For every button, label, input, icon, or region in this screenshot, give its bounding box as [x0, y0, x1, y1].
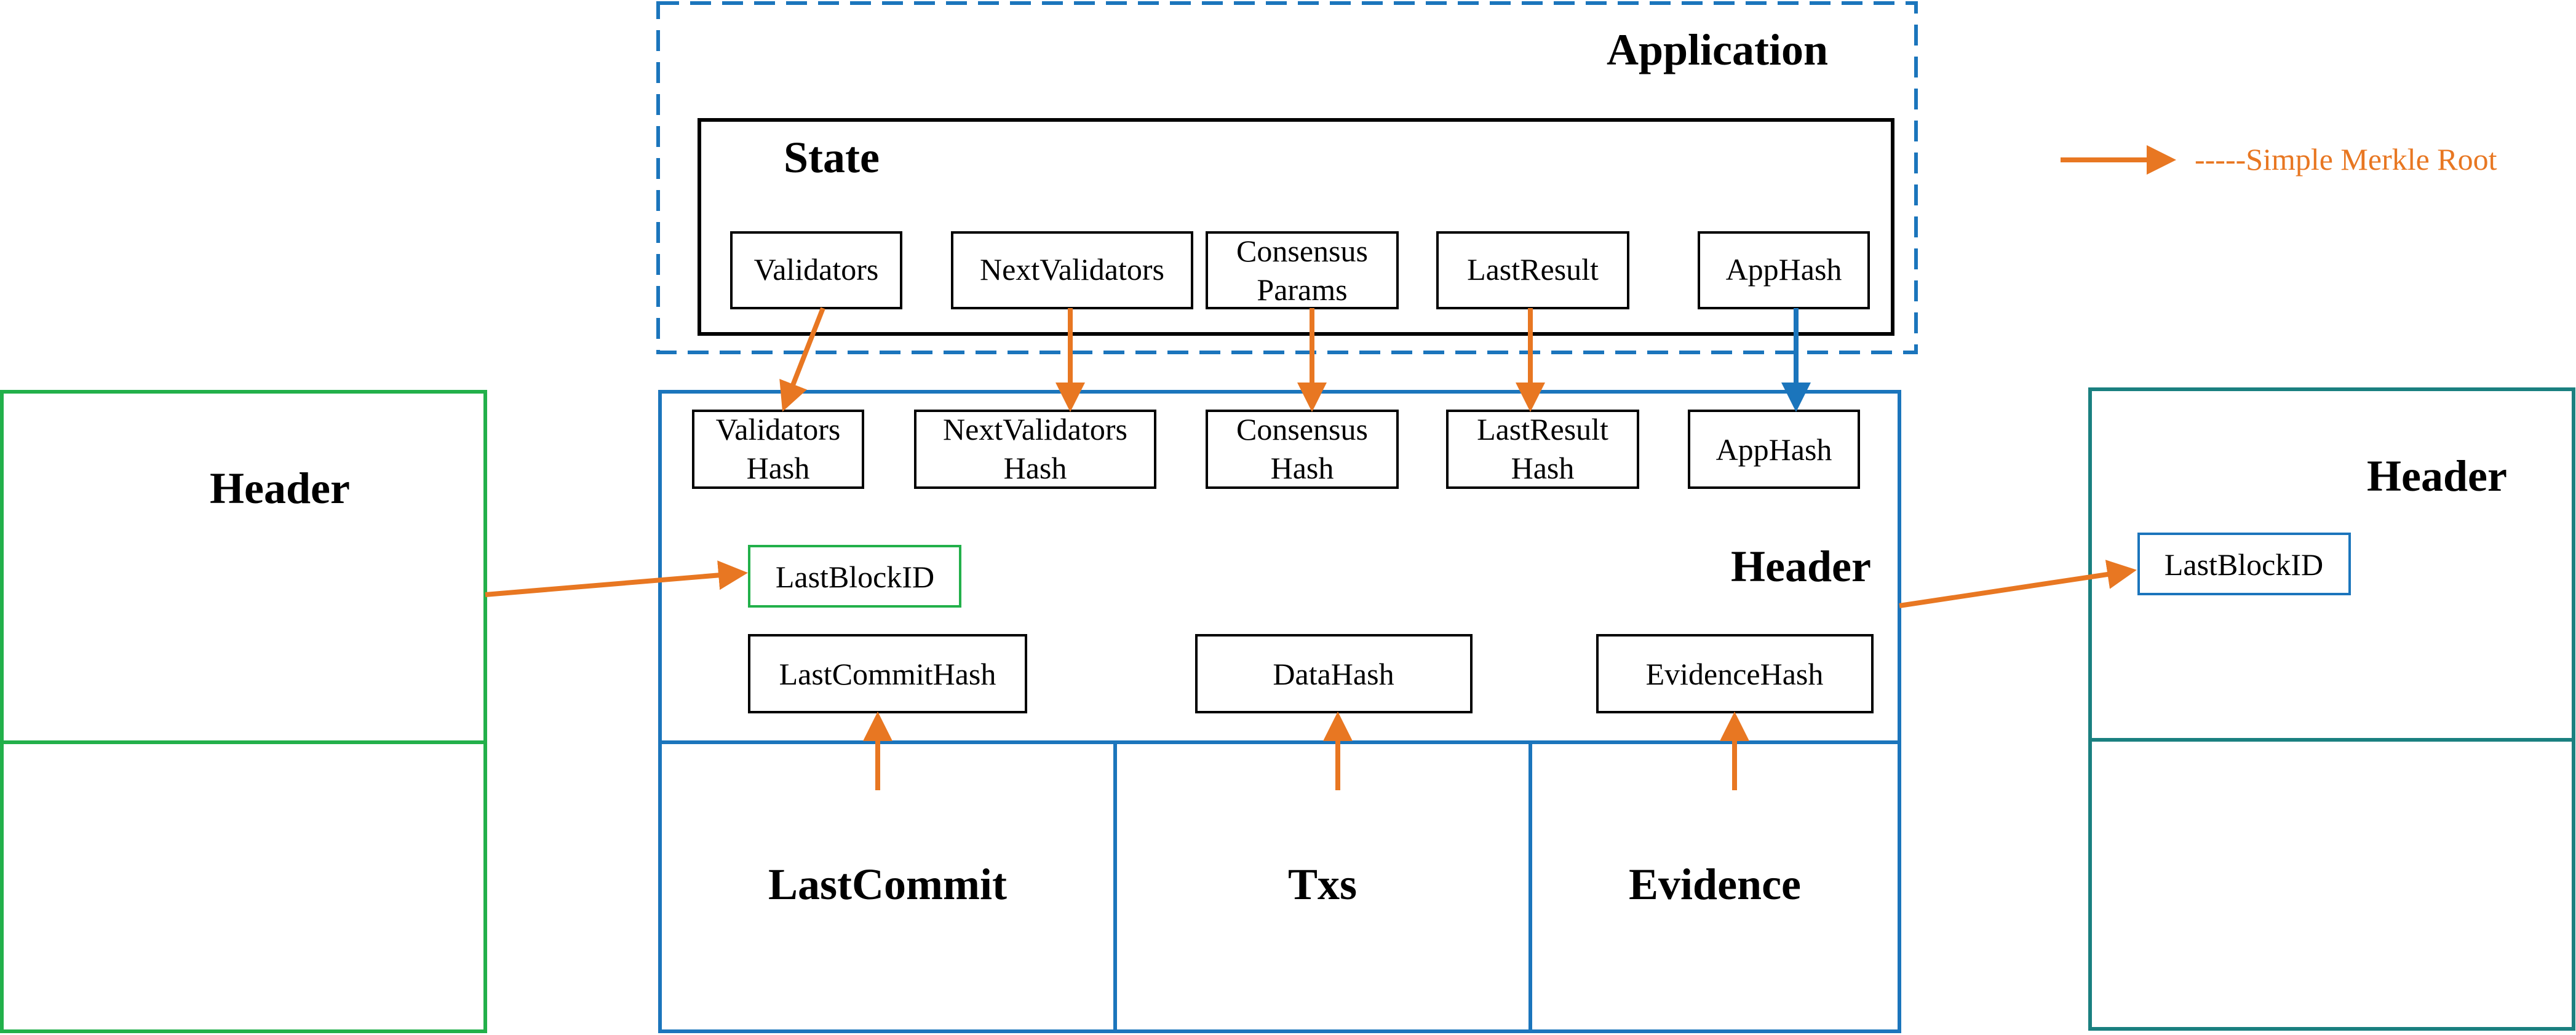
- svg-text:Params: Params: [1257, 272, 1347, 307]
- svg-text:NextValidators: NextValidators: [943, 412, 1127, 446]
- state-box: State Validators NextValidators Consensu…: [698, 118, 1894, 336]
- state-field-next-validators: NextValidators: [951, 231, 1193, 309]
- svg-text:Hash: Hash: [1004, 451, 1067, 485]
- state-field-last-result: LastResult: [1436, 231, 1629, 309]
- header-field-consensus-hash: Consensus Hash: [1206, 410, 1399, 489]
- state-to-header-arrows: [779, 307, 1811, 412]
- arrow-left-to-main-icon: [485, 560, 748, 597]
- state-field-consensus-params: Consensus Params: [1206, 231, 1399, 309]
- svg-text:Hash: Hash: [747, 451, 810, 485]
- header-field-app-hash: AppHash: [1688, 410, 1860, 489]
- svg-text:AppHash: AppHash: [1726, 252, 1842, 287]
- header-field-evidence-hash: EvidenceHash: [1596, 634, 1874, 713]
- svg-text:DataHash: DataHash: [1273, 657, 1394, 691]
- state-title: State: [784, 133, 880, 182]
- svg-text:Hash: Hash: [1271, 451, 1334, 485]
- svg-text:LastBlockID: LastBlockID: [776, 560, 934, 594]
- body-last-commit: LastCommit: [768, 860, 1007, 909]
- svg-text:Validators: Validators: [754, 252, 879, 287]
- header-field-last-commit-hash: LastCommitHash: [748, 634, 1027, 713]
- legend: -----Simple Merkle Root: [2061, 142, 2497, 176]
- arrow-main-to-right-icon: [1899, 560, 2137, 608]
- state-field-app-hash: AppHash: [1698, 231, 1870, 309]
- right-block: Header LastBlockID: [2088, 387, 2575, 1031]
- svg-text:LastResult: LastResult: [1477, 412, 1608, 446]
- svg-text:Hash: Hash: [1511, 451, 1575, 485]
- right-field-last-block-id: LastBlockID: [2137, 533, 2351, 595]
- header-field-validators-hash: Validators Hash: [692, 410, 864, 489]
- header-field-data-hash: DataHash: [1195, 634, 1473, 713]
- body-to-header-arrows: [863, 712, 1749, 790]
- arrow-validators-icon: [779, 307, 825, 412]
- body-txs: Txs: [1288, 860, 1357, 909]
- main-block: Header Validators Hash NextValidators Ha…: [658, 390, 1901, 1033]
- svg-text:LastResult: LastResult: [1467, 252, 1599, 287]
- header-field-next-validators-hash: NextValidators Hash: [914, 410, 1156, 489]
- svg-text:Consensus: Consensus: [1236, 412, 1368, 446]
- left-header-title: Header: [210, 464, 350, 513]
- svg-text:Consensus: Consensus: [1236, 234, 1368, 268]
- svg-text:EvidenceHash: EvidenceHash: [1646, 657, 1824, 691]
- svg-text:LastBlockID: LastBlockID: [2165, 547, 2323, 582]
- svg-text:LastCommitHash: LastCommitHash: [779, 657, 996, 691]
- left-block: Header: [0, 390, 487, 1033]
- application-box: Application: [656, 1, 1918, 354]
- body-evidence: Evidence: [1629, 860, 1801, 909]
- legend-label: -----Simple Merkle Root: [2195, 142, 2497, 176]
- svg-text:Validators: Validators: [716, 412, 841, 446]
- right-header-title: Header: [2367, 451, 2507, 501]
- header-field-last-result-hash: LastResult Hash: [1446, 410, 1639, 489]
- svg-text:AppHash: AppHash: [1716, 432, 1832, 467]
- application-title: Application: [1607, 25, 1828, 74]
- svg-text:NextValidators: NextValidators: [980, 252, 1164, 287]
- main-header-title: Header: [1731, 542, 1871, 591]
- block-link-arrows: [485, 560, 2137, 608]
- header-field-last-block-id: LastBlockID: [748, 545, 961, 608]
- state-field-validators: Validators: [730, 231, 902, 309]
